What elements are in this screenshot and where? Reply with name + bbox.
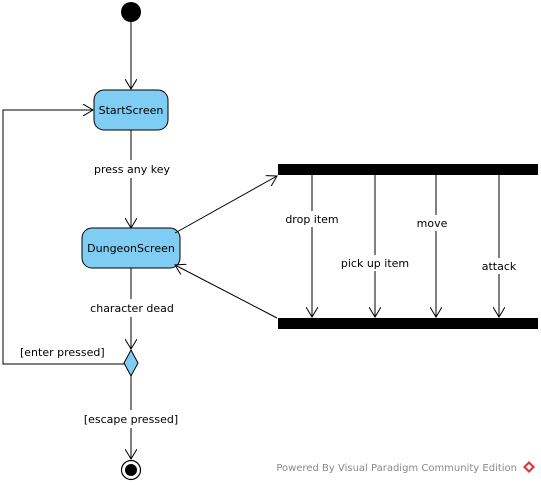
action-label-move: move bbox=[417, 217, 448, 230]
transition-join-to-dungeon bbox=[175, 265, 278, 319]
label-bg bbox=[414, 215, 458, 231]
state-start-screen[interactable]: StartScreen bbox=[93, 89, 169, 131]
watermark-text: Powered By Visual Paradigm Community Edi… bbox=[276, 463, 517, 474]
label-bg bbox=[478, 258, 520, 274]
action-label-drop-item: drop item bbox=[285, 213, 338, 226]
fork-bar bbox=[278, 164, 538, 175]
label-bg bbox=[282, 211, 342, 227]
action-label-attack: attack bbox=[482, 260, 517, 273]
state-dungeon-screen-label: DungeonScreen bbox=[87, 242, 175, 255]
transition-label-enter-pressed: [enter pressed] bbox=[20, 346, 105, 359]
state-dungeon-screen[interactable]: DungeonScreen bbox=[81, 227, 181, 269]
transition-label-press-any-key: press any key bbox=[94, 163, 170, 176]
label-bg bbox=[82, 410, 180, 428]
transition-dungeon-to-fork bbox=[174, 176, 277, 234]
join-bar bbox=[278, 318, 538, 329]
transition-label-escape-pressed: [escape pressed] bbox=[84, 413, 178, 426]
transition-decision-to-start bbox=[2, 110, 124, 365]
visual-paradigm-logo-icon bbox=[523, 461, 535, 473]
label-bg bbox=[90, 160, 174, 178]
final-node bbox=[120, 459, 142, 481]
label-bg bbox=[86, 299, 178, 317]
state-start-screen-label: StartScreen bbox=[99, 104, 164, 117]
initial-node bbox=[121, 2, 141, 22]
action-label-pick-up-item: pick up item bbox=[341, 257, 409, 270]
label-bg bbox=[337, 255, 413, 271]
transition-label-character-dead: character dead bbox=[90, 302, 174, 315]
decision-node[interactable] bbox=[123, 348, 139, 378]
